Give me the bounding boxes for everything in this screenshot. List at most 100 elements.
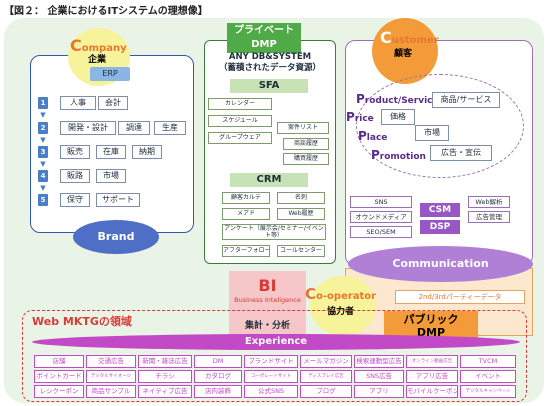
touchpoint-item: メールマガジン — [300, 355, 352, 368]
touchpoint-item: コーポレートサイト — [244, 370, 298, 383]
channel-item: オウンドメディア — [350, 211, 412, 223]
company-title: Company — [70, 36, 127, 55]
crm-survey: アンケート（展示会/セミナー/イベント等） — [222, 224, 326, 240]
step-number: 4 — [38, 170, 48, 182]
web-mktg-area — [22, 310, 527, 402]
touchpoint-item: DM — [194, 355, 242, 368]
touchpoint-item: レシクーポン — [34, 385, 84, 398]
bi-subtitle: Business Inteligence — [234, 296, 301, 304]
touchpoint-item: 新聞・雑誌広告 — [138, 355, 192, 368]
touchpoint-item: 検索連動型広告 — [354, 355, 404, 368]
erp-label: ERP — [90, 67, 130, 81]
touchpoint-item: モバイルクーポン — [406, 385, 458, 398]
crm-item: メアド — [222, 208, 270, 220]
web-mktg-title: Web MKTGの領域 — [32, 315, 132, 328]
customer-circle — [372, 18, 438, 84]
channel-item: SNS — [350, 196, 412, 208]
company-item: 保守 — [60, 193, 90, 207]
sfa-item: 案件リスト — [277, 122, 329, 134]
company-item: 人事 — [60, 96, 96, 110]
crm-header: CRM — [230, 173, 308, 187]
touchpoint-item: ブログ — [300, 385, 352, 398]
touchpoint-item: 商品サンプル — [86, 385, 136, 398]
touchpoint-item: ディスプレイ広告 — [300, 370, 352, 383]
channel-item: Web解析 — [468, 196, 510, 208]
sfa-item: グループウェア — [208, 132, 272, 144]
down-arrow-icon: ▼ — [40, 136, 46, 144]
touchpoint-item: 店舗 — [34, 355, 84, 368]
bi-panel — [229, 271, 306, 335]
product-service-box: 商品/サービス — [432, 92, 500, 108]
product-service-label: Product/Service — [356, 92, 439, 106]
sfa-item: カレンダー — [208, 98, 272, 110]
crm-item: 名刺 — [277, 192, 325, 204]
touchpoint-item: ブランドサイト — [244, 355, 298, 368]
sfa-item: スケジュール — [208, 115, 272, 127]
touchpoint-item: チラシ — [138, 370, 192, 383]
touchpoint-item: デジタルキャンペーン — [460, 385, 516, 398]
bi-title: BI — [258, 276, 277, 295]
company-item: 生産 — [154, 121, 186, 135]
dsp-label: DSP — [420, 220, 460, 234]
channel-item: SEO/SEM — [350, 226, 412, 238]
company-item: 市場 — [96, 169, 126, 183]
price-box: 価格 — [381, 109, 415, 125]
touchpoint-item: オンライン動画広告 — [406, 355, 458, 368]
company-item: 在庫 — [96, 145, 126, 159]
any-db-label: ANY DB&SYSTEM （蓄積されたデータ資源） — [218, 52, 321, 73]
crm-item: コールセンター — [277, 245, 325, 257]
party-data-box: 2nd/3rdパーティーデータ — [395, 290, 525, 304]
crm-item: Web履歴 — [277, 208, 325, 220]
touchpoint-item: アプリ広告 — [406, 370, 458, 383]
bi-analysis-label: 集計・分析 — [244, 321, 290, 331]
csm-label: CSM — [420, 203, 460, 217]
touchpoint-item: アプリ — [354, 385, 404, 398]
crm-item: 顧客カルテ — [222, 192, 270, 204]
touchpoint-item: ポイントカード — [34, 370, 84, 383]
touchpoint-item: 店内装飾 — [194, 385, 242, 398]
price-label: Price — [346, 110, 374, 124]
private-dmp-header: プライベート DMP — [227, 23, 301, 53]
company-item: 納期 — [132, 145, 162, 159]
company-item: 販路 — [60, 169, 90, 183]
touchpoint-item: TVCM — [460, 355, 516, 368]
place-box: 市場 — [415, 125, 449, 141]
touchpoint-item: 公式SNS — [244, 385, 298, 398]
promotion-label: Promotion — [371, 148, 426, 162]
step-number: 2 — [38, 122, 48, 134]
brand-ellipse: Brand — [73, 220, 159, 254]
company-item: 販売 — [60, 145, 90, 159]
experience-ellipse: Experience — [32, 334, 520, 350]
customer-title: Customer — [380, 28, 439, 47]
touchpoint-item: ネイティブ広告 — [138, 385, 192, 398]
crm-item: アフターフォロー — [222, 245, 270, 257]
cooperator-title: Co-operator — [305, 285, 377, 303]
touchpoint-item: イベント — [460, 370, 516, 383]
company-item: 開発・設計 — [60, 121, 116, 135]
step-number: 1 — [38, 97, 48, 109]
touchpoint-item: カタログ — [194, 370, 242, 383]
down-arrow-icon: ▼ — [40, 111, 46, 119]
company-item: 調達 — [118, 121, 150, 135]
sfa-header: SFA — [230, 79, 308, 93]
communication-ellipse: Communication — [348, 246, 533, 282]
step-number: 5 — [38, 194, 48, 206]
promotion-box: 広告・宣伝 — [430, 145, 492, 161]
down-arrow-icon: ▼ — [40, 160, 46, 168]
touchpoint-item: デジタルサイネージ — [86, 370, 136, 383]
company-item: 会計 — [98, 96, 128, 110]
customer-jp-label: 顧客 — [394, 49, 413, 59]
figure-title: 【図２： 企業におけるITシステムの理想像】 — [4, 6, 208, 17]
step-number: 3 — [38, 146, 48, 158]
company-item: サポート — [96, 193, 140, 207]
sfa-item: 購買履歴 — [283, 153, 329, 165]
sfa-item: 商談履歴 — [283, 138, 329, 150]
four-p-ellipse — [356, 74, 524, 178]
down-arrow-icon: ▼ — [40, 184, 46, 192]
cooperator-circle — [310, 276, 376, 336]
cooperator-jp-label: 協力者 — [327, 307, 355, 317]
touchpoint-item: SNS広告 — [354, 370, 404, 383]
company-jp-label: 企業 — [88, 55, 107, 65]
channel-item: 広告管理 — [468, 211, 510, 223]
place-label: Place — [358, 129, 388, 143]
